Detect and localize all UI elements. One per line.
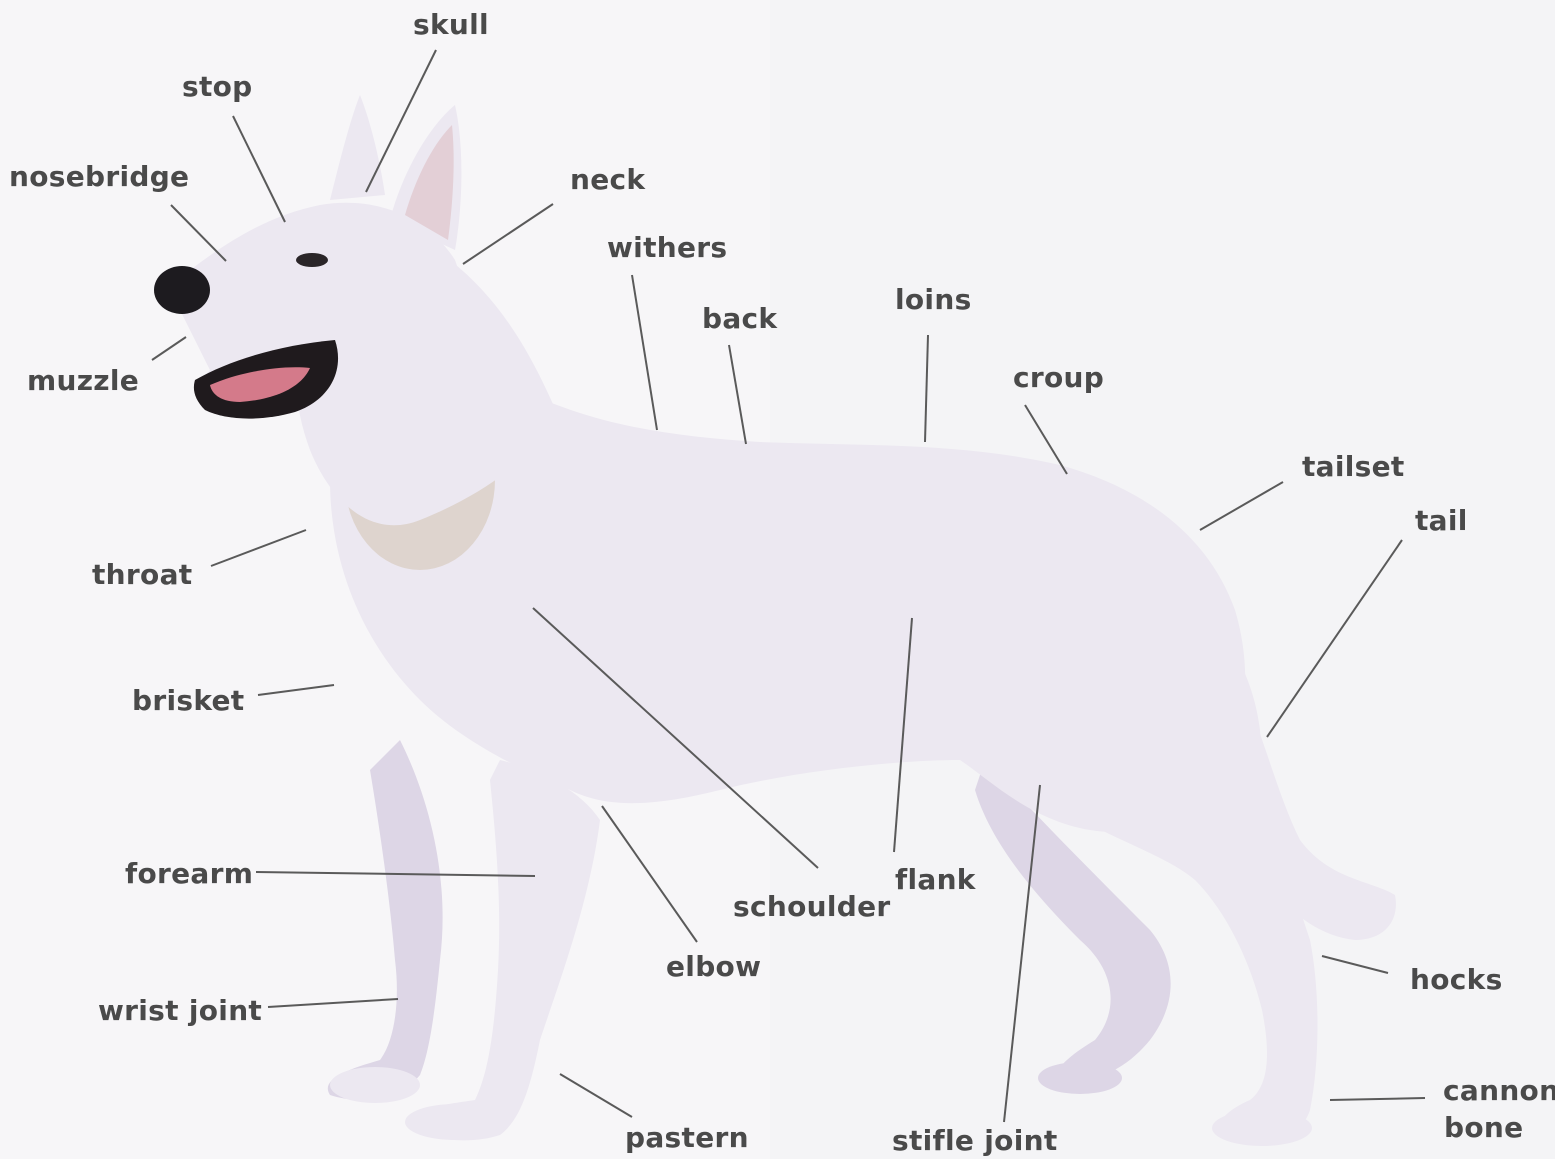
label-elbow: elbow [666, 950, 761, 983]
label-muzzle: muzzle [27, 364, 139, 397]
label-cannon-bone-line2: bone [1444, 1111, 1523, 1144]
leader-pastern [560, 1074, 632, 1117]
front-paw-near [405, 1104, 505, 1140]
front-paw-far [330, 1067, 420, 1103]
leader-throat [211, 530, 306, 566]
label-tailset: tailset [1302, 450, 1405, 483]
label-withers: withers [607, 231, 727, 264]
hind-paw-near [1212, 1110, 1312, 1146]
leader-elbow [602, 806, 697, 942]
leader-back [729, 345, 746, 444]
label-tail: tail [1415, 504, 1468, 537]
label-neck: neck [570, 163, 646, 196]
label-pastern: pastern [625, 1121, 749, 1154]
front-leg-far [328, 740, 443, 1100]
label-skull: skull [413, 8, 489, 41]
label-nosebridge: nosebridge [9, 160, 189, 193]
leader-withers [632, 275, 657, 430]
leader-wrist-joint [268, 999, 398, 1007]
leader-muzzle [152, 337, 186, 360]
label-back: back [702, 302, 778, 335]
leader-stop [233, 116, 285, 222]
label-brisket: brisket [132, 684, 244, 717]
leader-nosebridge [171, 205, 226, 261]
label-forearm: forearm [125, 857, 253, 890]
nose [154, 266, 210, 314]
leader-neck [463, 204, 553, 264]
eye [296, 253, 328, 267]
label-hocks: hocks [1410, 963, 1503, 996]
label-schoulder: schoulder [733, 890, 891, 923]
label-stifle-joint: stifle joint [892, 1124, 1058, 1157]
hind-paw-far [1038, 1062, 1122, 1094]
label-stop: stop [182, 70, 253, 103]
ear-left [330, 95, 385, 200]
label-wrist-joint: wrist joint [98, 994, 262, 1027]
label-flank: flank [895, 863, 977, 896]
label-cannon-bone-line1: cannon [1443, 1074, 1555, 1107]
label-loins: loins [895, 283, 972, 316]
label-throat: throat [92, 558, 192, 591]
label-croup: croup [1013, 361, 1104, 394]
leader-brisket [258, 685, 334, 695]
